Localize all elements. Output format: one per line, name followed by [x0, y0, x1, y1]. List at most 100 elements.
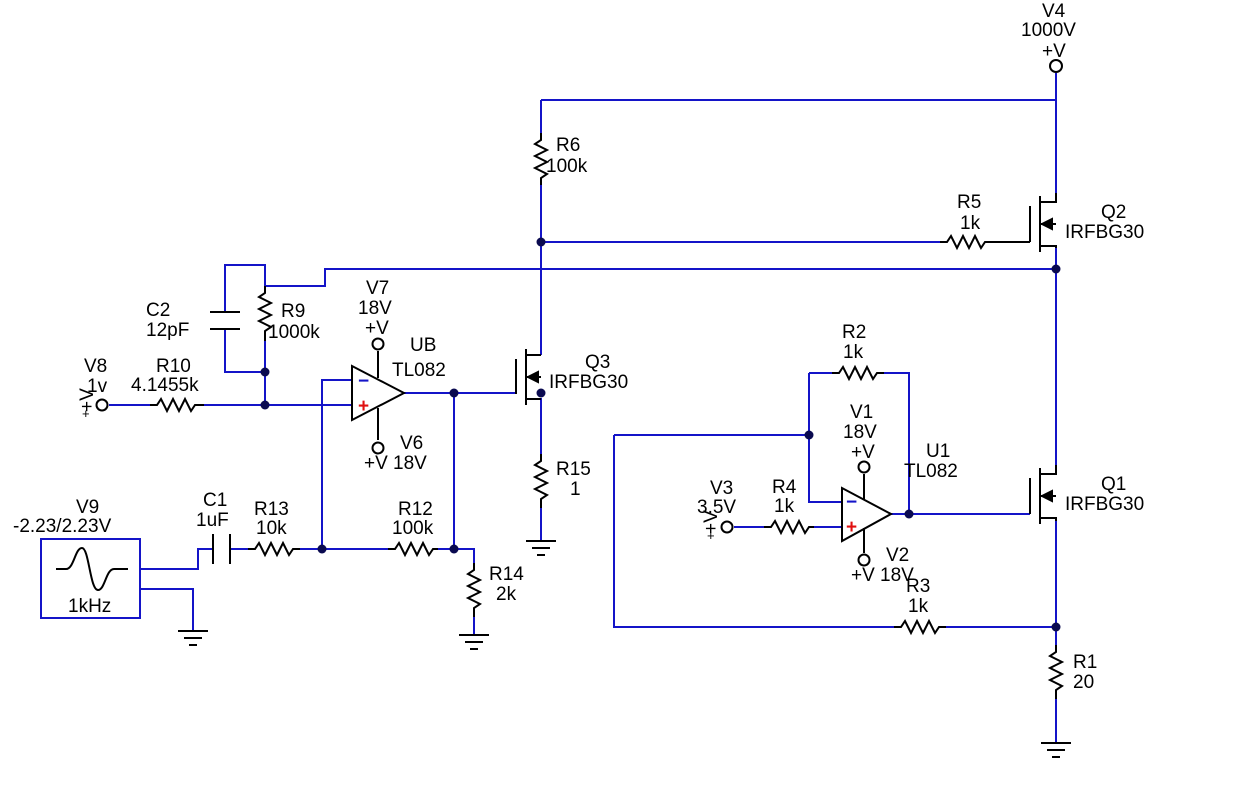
u1-plus-sign: +: [846, 517, 857, 538]
q2-part: IRFBG30: [1065, 222, 1144, 243]
opamp-ub[interactable]: − + UB TL082: [351, 335, 446, 440]
resistor-r4[interactable]: R4 1k: [764, 477, 814, 536]
v2-value: 18V: [880, 565, 914, 586]
q3-part: IRFBG30: [549, 372, 628, 393]
source-v1[interactable]: V1 18V +V: [843, 402, 877, 474]
capacitor-c1[interactable]: C1 1uF: [196, 490, 231, 564]
resistor-r6[interactable]: R6 100k: [532, 133, 588, 185]
r15-value: 1: [570, 479, 581, 500]
r15-name: R15: [556, 459, 591, 480]
source-v4[interactable]: V4 1000V +V: [1021, 1, 1076, 73]
r10-name: R10: [156, 356, 191, 377]
wire-u1-inv: [808, 373, 842, 503]
v4-type: +V: [1042, 41, 1066, 62]
r1-value: 20: [1073, 672, 1094, 693]
source-v6[interactable]: V6 +V 18V: [364, 433, 427, 474]
resistor-r3[interactable]: R3 1k: [894, 576, 946, 636]
ub-plus-sign: +: [358, 396, 369, 417]
sine-wave-icon: [56, 546, 128, 592]
mosfet-q1[interactable]: Q1 IRFBG30: [1029, 465, 1144, 524]
r6-value: 100k: [546, 156, 588, 177]
resistor-r9[interactable]: R9 1000k: [256, 286, 320, 343]
r6-name: R6: [556, 135, 580, 156]
v3-type: +V: [701, 510, 722, 534]
v9-value: -2.23/2.23V: [13, 516, 112, 537]
resistor-r12[interactable]: R12 100k: [388, 499, 438, 558]
junction-dots: [260, 237, 1061, 632]
wires: [109, 73, 1057, 742]
ground-icon: [459, 634, 489, 650]
v9-box: [40, 538, 141, 619]
v8-plus: +: [82, 406, 90, 421]
junction-dot: [449, 544, 459, 554]
v6-value: 18V: [393, 453, 427, 474]
v2-name: V2: [886, 545, 909, 566]
resistor-r10[interactable]: R10 4.1455k: [131, 356, 204, 414]
r13-name: R13: [254, 499, 289, 520]
c2-value: 12pF: [146, 320, 189, 341]
c1-name: C1: [203, 490, 227, 511]
wire-feedback-top: [265, 268, 1056, 287]
source-v8[interactable]: V8 1v +V +: [77, 356, 109, 421]
mosfet-q2[interactable]: Q2 IRFBG30: [995, 193, 1144, 252]
resistor-r1[interactable]: R1 20: [1047, 645, 1097, 699]
resistor-r15[interactable]: R15 1: [532, 454, 591, 508]
r4-value: 1k: [774, 496, 795, 517]
junction-dot: [536, 388, 546, 398]
v8-name: V8: [84, 356, 107, 377]
ub-minus-sign: −: [358, 371, 369, 392]
resistor-r14[interactable]: R14 2k: [465, 563, 524, 617]
u1-name: U1: [926, 441, 950, 462]
r2-value: 1k: [843, 342, 864, 363]
junction-dot: [1051, 264, 1061, 274]
resistor-r5[interactable]: R5 1k: [940, 192, 995, 251]
ground-icon: [526, 540, 556, 556]
source-v2[interactable]: V2 +V 18V: [851, 545, 914, 586]
junction-dot: [449, 388, 459, 398]
resistor-r2[interactable]: R2 1k: [832, 322, 884, 382]
ub-part: TL082: [392, 360, 446, 381]
r4-name: R4: [772, 477, 797, 498]
capacitor-c2[interactable]: C2 12pF: [146, 300, 240, 341]
v9-frequency: 1kHz: [68, 596, 111, 617]
v1-name: V1: [850, 402, 873, 423]
v8-value: 1v: [87, 376, 108, 397]
ac-source-v9[interactable]: V9 -2.23/2.23V 1kHz: [13, 497, 141, 619]
mosfet-q3[interactable]: Q3 IRFBG30: [515, 349, 628, 405]
v4-value: 1000V: [1021, 20, 1076, 41]
source-v3[interactable]: V3 3.5V +V +: [697, 478, 736, 543]
source-v7[interactable]: V7 18V +V: [358, 278, 392, 351]
q2-name: Q2: [1101, 202, 1126, 223]
junction-dot: [804, 430, 814, 440]
q3-name: Q3: [585, 352, 610, 373]
junction-dot: [260, 400, 270, 410]
wire-v9-gnd: [140, 588, 194, 630]
wire-feedback-r3-left: [613, 435, 894, 628]
c1-value: 1uF: [196, 510, 229, 531]
junction-dot: [904, 509, 914, 519]
v6-type: +V: [364, 453, 388, 474]
v7-value: 18V: [358, 298, 392, 319]
v9-name: V9: [76, 497, 99, 518]
wire-r2-right: [884, 372, 910, 514]
v6-name: V6: [400, 433, 423, 454]
v1-value: 18V: [843, 422, 877, 443]
r13-value: 10k: [256, 518, 287, 539]
r3-value: 1k: [908, 596, 929, 617]
r9-name: R9: [281, 301, 305, 322]
q1-part: IRFBG30: [1065, 494, 1144, 515]
junction-dot: [1051, 622, 1061, 632]
r5-name: R5: [957, 192, 981, 213]
c2-name: C2: [146, 300, 170, 321]
r5-value: 1k: [960, 213, 981, 234]
resistor-r13[interactable]: R13 10k: [248, 499, 300, 558]
v3-value: 3.5V: [697, 497, 736, 518]
u1-part: TL082: [904, 461, 958, 482]
u1-minus-sign: −: [846, 492, 857, 513]
v8-type: +V: [77, 388, 98, 412]
v1-type: +V: [851, 442, 875, 463]
ground-icon: [178, 630, 208, 646]
opamp-u1[interactable]: − + U1 TL082: [841, 441, 958, 553]
